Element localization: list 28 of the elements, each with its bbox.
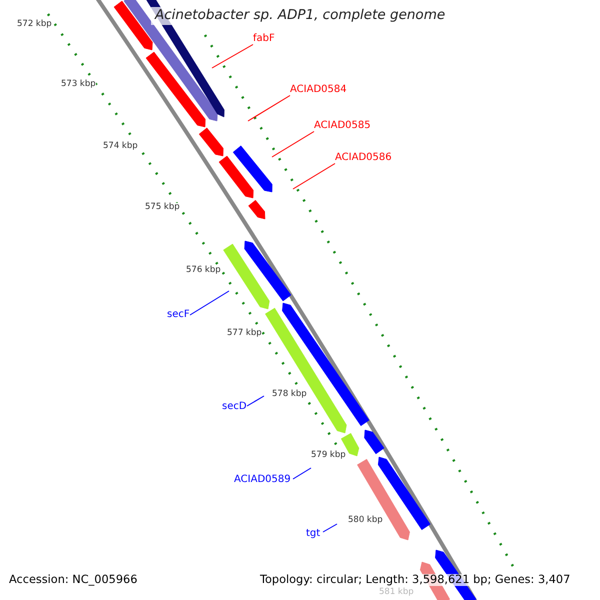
gene-label: secD — [222, 401, 247, 412]
genome-info-text: Topology: circular; Length: 3,598,621 bp; Genes: 3,407 — [258, 574, 572, 586]
leader-line — [272, 131, 314, 158]
gene-label: fabF — [253, 33, 275, 44]
scale-label: 573 kbp — [61, 80, 96, 90]
gene-label: ACIAD0586 — [335, 152, 392, 164]
scale-label: 575 kbp — [145, 203, 180, 213]
gene-label: ACIAD0589 — [234, 474, 291, 486]
leader-line — [292, 163, 336, 190]
gene-label: secF — [167, 309, 190, 320]
scale-label: 579 kbp — [311, 451, 346, 461]
scale-label: 580 kbp — [348, 516, 383, 526]
gene-label: ACIAD0585 — [314, 120, 371, 132]
scale-label: 572 kbp — [17, 20, 52, 30]
scale-label: 577 kbp — [227, 329, 262, 339]
scale-label: 576 kbp — [186, 266, 221, 276]
accession-text: Accession: NC_005966 — [7, 574, 140, 586]
leader-line — [292, 468, 312, 480]
leader-line — [248, 95, 290, 122]
gene-label: tgt — [306, 528, 320, 540]
scale-label: 574 kbp — [103, 142, 138, 152]
leader-line — [212, 44, 254, 68]
scale-label: 581 kbp — [379, 588, 414, 598]
scale-label: 578 kbp — [272, 390, 307, 400]
leader-line — [246, 396, 264, 406]
leader-line — [322, 524, 338, 532]
gene-label: ACIAD0584 — [290, 84, 347, 96]
leader-line — [190, 290, 230, 316]
